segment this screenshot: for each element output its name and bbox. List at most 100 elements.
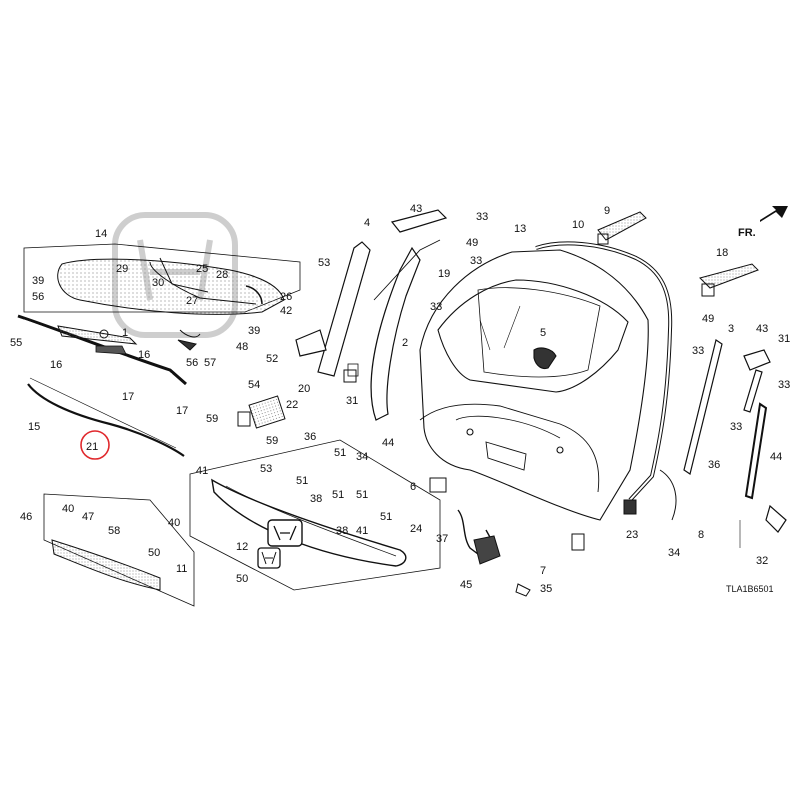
part-label-56: 56 — [32, 291, 44, 303]
part-label-10: 10 — [572, 219, 584, 231]
part-label-53: 53 — [318, 257, 330, 269]
part-label-36: 36 — [708, 459, 720, 471]
part-label-47: 47 — [82, 511, 94, 523]
part-label-2: 2 — [402, 337, 408, 349]
part-label-33: 33 — [730, 421, 742, 433]
part-label-23: 23 — [626, 529, 638, 541]
part-label-51: 51 — [380, 511, 392, 523]
part-label-21: 21 — [86, 441, 98, 453]
part-label-3: 3 — [728, 323, 734, 335]
part-label-40: 40 — [168, 517, 180, 529]
part-label-11: 11 — [176, 563, 187, 575]
part-label-17: 17 — [122, 391, 134, 403]
part-label-43: 43 — [756, 323, 768, 335]
highlight-circle — [80, 430, 110, 460]
hinge-and-stays — [295, 209, 448, 421]
part-label-38: 38 — [336, 525, 348, 537]
part-label-59: 59 — [266, 435, 278, 447]
part-label-16: 16 — [50, 359, 62, 371]
part-label-38: 38 — [310, 493, 322, 505]
part-label-46: 46 — [20, 511, 32, 523]
part-label-49: 49 — [702, 313, 714, 325]
part-label-36: 36 — [304, 431, 316, 443]
part-label-12: 12 — [236, 541, 248, 553]
part-label-44: 44 — [382, 437, 394, 449]
part-label-39: 39 — [248, 325, 260, 337]
part-label-34: 34 — [356, 451, 368, 463]
part-label-24: 24 — [410, 523, 422, 535]
part-label-56: 56 — [186, 357, 198, 369]
part-label-16: 16 — [138, 349, 150, 361]
part-label-4: 4 — [364, 217, 370, 229]
part-label-51: 51 — [332, 489, 344, 501]
part-label-33: 33 — [430, 301, 442, 313]
part-label-31: 31 — [778, 333, 790, 345]
part-label-17: 17 — [176, 405, 188, 417]
part-label-1: 1 — [122, 327, 128, 339]
part-label-28: 28 — [216, 269, 228, 281]
direction-label: FR. — [738, 227, 756, 239]
lower-garnish-group — [43, 493, 195, 607]
part-label-13: 13 — [514, 223, 526, 235]
part-label-15: 15 — [28, 421, 40, 433]
part-label-6: 6 — [410, 481, 416, 493]
part-label-58: 58 — [108, 525, 120, 537]
part-label-57: 57 — [204, 357, 216, 369]
brackets — [597, 211, 759, 297]
part-label-37: 37 — [436, 533, 448, 545]
part-label-27: 27 — [186, 295, 198, 307]
part-label-7: 7 — [540, 565, 546, 577]
part-label-49: 49 — [466, 237, 478, 249]
part-label-48: 48 — [236, 341, 248, 353]
part-label-54: 54 — [248, 379, 260, 391]
part-label-33: 33 — [778, 379, 790, 391]
image-code: TLA1B6501 — [726, 584, 774, 594]
part-label-52: 52 — [266, 353, 278, 365]
part-label-41: 41 — [196, 465, 208, 477]
part-label-14: 14 — [95, 228, 107, 240]
part-label-22: 22 — [286, 399, 298, 411]
part-label-35: 35 — [540, 583, 552, 595]
tailgate-body — [419, 249, 649, 521]
part-label-51: 51 — [356, 489, 368, 501]
part-label-44: 44 — [770, 451, 782, 463]
part-label-26: 26 — [280, 291, 292, 303]
part-label-33: 33 — [476, 211, 488, 223]
part-label-40: 40 — [62, 503, 74, 515]
part-label-19: 19 — [438, 268, 450, 280]
part-label-53: 53 — [260, 463, 272, 475]
part-label-18: 18 — [716, 247, 728, 259]
part-label-39: 39 — [32, 275, 44, 287]
part-label-41: 41 — [356, 525, 368, 537]
part-label-43: 43 — [410, 203, 422, 215]
part-label-25: 25 — [196, 263, 208, 275]
garnish-strips — [17, 314, 187, 457]
part-label-51: 51 — [296, 475, 308, 487]
part-label-59: 59 — [206, 413, 218, 425]
part-label-31: 31 — [346, 395, 358, 407]
part-label-32: 32 — [756, 555, 768, 567]
part-label-34: 34 — [668, 547, 680, 559]
part-label-29: 29 — [116, 263, 128, 275]
small-components — [237, 369, 637, 597]
part-label-50: 50 — [148, 547, 160, 559]
right-stays — [659, 339, 787, 548]
spoiler-assembly — [23, 243, 301, 351]
part-label-8: 8 — [698, 529, 704, 541]
part-label-5: 5 — [540, 327, 546, 339]
part-label-20: 20 — [298, 383, 310, 395]
part-label-33: 33 — [692, 345, 704, 357]
part-label-30: 30 — [152, 277, 164, 289]
part-label-9: 9 — [604, 205, 610, 217]
front-direction-arrow — [760, 206, 788, 222]
part-label-50: 50 — [236, 573, 248, 585]
part-label-33: 33 — [470, 255, 482, 267]
part-label-45: 45 — [460, 579, 472, 591]
weatherstrip — [535, 241, 673, 502]
part-label-42: 42 — [280, 305, 292, 317]
part-label-55: 55 — [10, 337, 22, 349]
part-label-51: 51 — [334, 447, 346, 459]
